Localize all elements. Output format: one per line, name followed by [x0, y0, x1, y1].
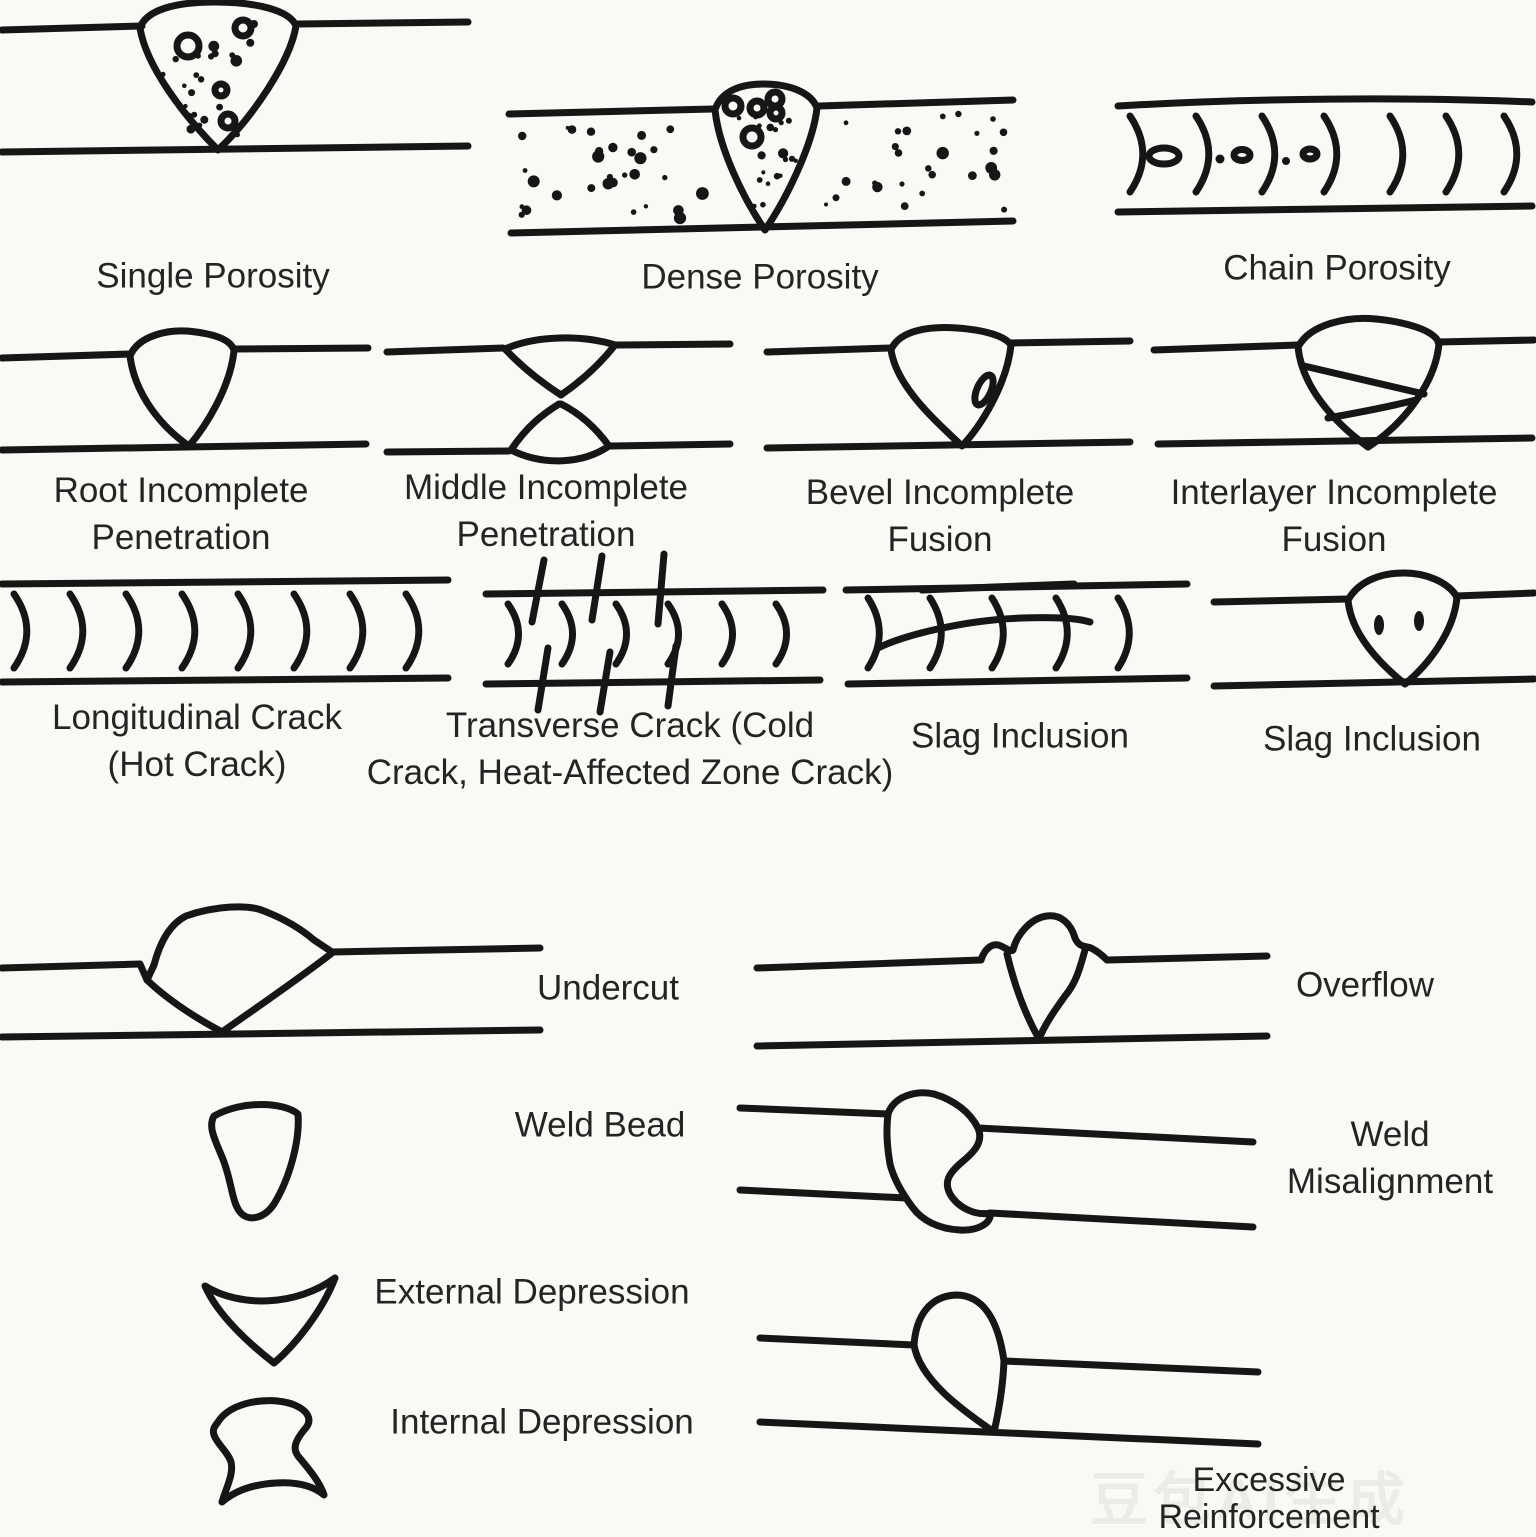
plate-lines: [736, 1104, 1257, 1231]
bevel-incomplete-fusion-drawing: [763, 324, 1134, 452]
chain-pores: [1145, 144, 1321, 168]
plate-lines: [0, 344, 372, 454]
root-incomplete-penetration-figure: [0, 327, 372, 470]
weld-misalignment-label: Weld Misalignment: [1286, 1115, 1494, 1201]
plate-lines: [383, 340, 734, 456]
pore-dots: [736, 115, 798, 163]
slag-inclusion-spots-figure: [1210, 562, 1536, 702]
external-depression-figure: [195, 1270, 345, 1370]
plate-lines: [756, 1334, 1262, 1448]
pore-dots: [752, 170, 783, 209]
bevel-incomplete-fusion-figure: [763, 324, 1134, 466]
middle-incomplete-penetration-label: Middle Incomplete Penetration: [403, 468, 689, 554]
internal-depression-figure: [190, 1390, 340, 1510]
weld-outline: [910, 1291, 1008, 1436]
bead-outline: [208, 1101, 302, 1222]
crack-lines: [528, 550, 680, 716]
excessive-reinforcement-label: Excessive Reinforcement: [1158, 1461, 1380, 1536]
layer-lines: [1300, 362, 1428, 422]
weld-ripples: [10, 590, 423, 672]
dense-porosity-figure: [505, 80, 1017, 242]
pore-dots: [824, 110, 1008, 213]
longitudinal-crack-drawing: [0, 576, 452, 686]
internal-depression-drawing: [209, 1397, 328, 1506]
root-incomplete-penetration-drawing: [0, 327, 372, 454]
weld-misalignment-drawing: [736, 1089, 1257, 1234]
internal-depression-label: Internal Depression: [390, 1402, 694, 1442]
plate-lines: [753, 952, 1271, 1050]
plate-lines: [842, 580, 1191, 688]
external-depression-drawing: [201, 1274, 339, 1367]
single-porosity-figure: [0, 0, 472, 160]
weld-bead-label: Weld Bead: [514, 1105, 686, 1145]
chain-porosity-drawing: [1114, 95, 1536, 216]
undercut-label: Undercut: [536, 968, 680, 1008]
pore-dots: [160, 38, 255, 97]
weld-misalignment-figure: [736, 1089, 1258, 1235]
dense-porosity-drawing: [505, 80, 1017, 237]
weld-ripples: [1126, 112, 1521, 196]
transverse-crack-label: Transverse Crack (Cold Crack, Heat-Affec…: [366, 706, 894, 792]
slag-inclusion-band-drawing: [842, 580, 1191, 688]
plate-lines: [0, 944, 544, 1041]
plate-lines: [0, 18, 472, 156]
slag-inclusion-band-figure: [842, 562, 1191, 700]
interlayer-incomplete-fusion-drawing: [1150, 314, 1536, 451]
root-incomplete-penetration-label: Root Incomplete Penetration: [53, 471, 309, 557]
slag-inclusion-spots-label: Slag Inclusion: [1263, 719, 1481, 759]
interlayer-incomplete-fusion-figure: [1150, 312, 1536, 460]
pores: [721, 88, 786, 150]
single-porosity-label: Single Porosity: [96, 256, 330, 296]
plate-lines: [763, 337, 1134, 452]
longitudinal-crack-label: Longitudinal Crack (Hot Crack): [52, 698, 342, 784]
weld-outline: [501, 334, 619, 465]
middle-incomplete-penetration-drawing: [383, 334, 734, 465]
weld-outline: [711, 80, 821, 234]
weld-bead-figure: [180, 1092, 325, 1222]
excessive-reinforcement-figure: [756, 1288, 1262, 1460]
overflow-drawing: [753, 912, 1271, 1050]
longitudinal-crack-figure: [0, 568, 452, 700]
weld-outline: [977, 912, 1111, 1043]
undercut-figure: [0, 900, 545, 1045]
plate-lines: [1210, 589, 1536, 690]
depression-outline: [209, 1397, 328, 1506]
depression-outline: [201, 1274, 339, 1367]
plate-lines: [1114, 95, 1536, 216]
slag-inclusion-spots-drawing: [1210, 569, 1536, 690]
interlayer-incomplete-fusion-label: Interlayer Incomplete Fusion: [1170, 473, 1498, 559]
fusion-defect: [971, 371, 997, 409]
excessive-reinforcement-drawing: [756, 1291, 1262, 1448]
transverse-crack-figure: [478, 550, 827, 716]
slag-marks: [874, 580, 1094, 652]
slag-spots: [1374, 611, 1424, 635]
weld-ripples: [864, 594, 1133, 672]
undercut-drawing: [0, 903, 544, 1041]
pores: [173, 16, 258, 132]
chain-porosity-label: Chain Porosity: [1223, 248, 1451, 288]
plate-lines: [0, 576, 452, 686]
weld-outline: [883, 1089, 994, 1234]
weld-outline: [136, 903, 336, 1036]
bevel-incomplete-fusion-label: Bevel Incomplete Fusion: [805, 473, 1075, 559]
plate-lines: [1150, 336, 1536, 448]
chain-porosity-figure: [1112, 86, 1536, 226]
weld-outline: [887, 324, 1015, 450]
middle-incomplete-penetration-figure: [383, 326, 734, 474]
weld-outline: [126, 327, 238, 450]
weld-outline: [136, 0, 300, 154]
plate-lines: [505, 96, 1017, 237]
slag-inclusion-band-label: Slag Inclusion: [911, 716, 1129, 756]
weld-outline: [1344, 569, 1461, 688]
single-porosity-drawing: [0, 0, 472, 156]
overflow-figure: [753, 898, 1271, 1050]
weld-bead-drawing: [208, 1101, 302, 1222]
pore-dots: [518, 125, 709, 225]
watermark: 豆包AI生成: [1089, 1468, 1411, 1533]
dense-porosity-label: Dense Porosity: [641, 257, 879, 297]
external-depression-label: External Depression: [374, 1272, 690, 1312]
pore-dots: [183, 103, 240, 138]
transverse-crack-drawing: [482, 550, 827, 716]
overflow-label: Overflow: [1295, 965, 1435, 1005]
